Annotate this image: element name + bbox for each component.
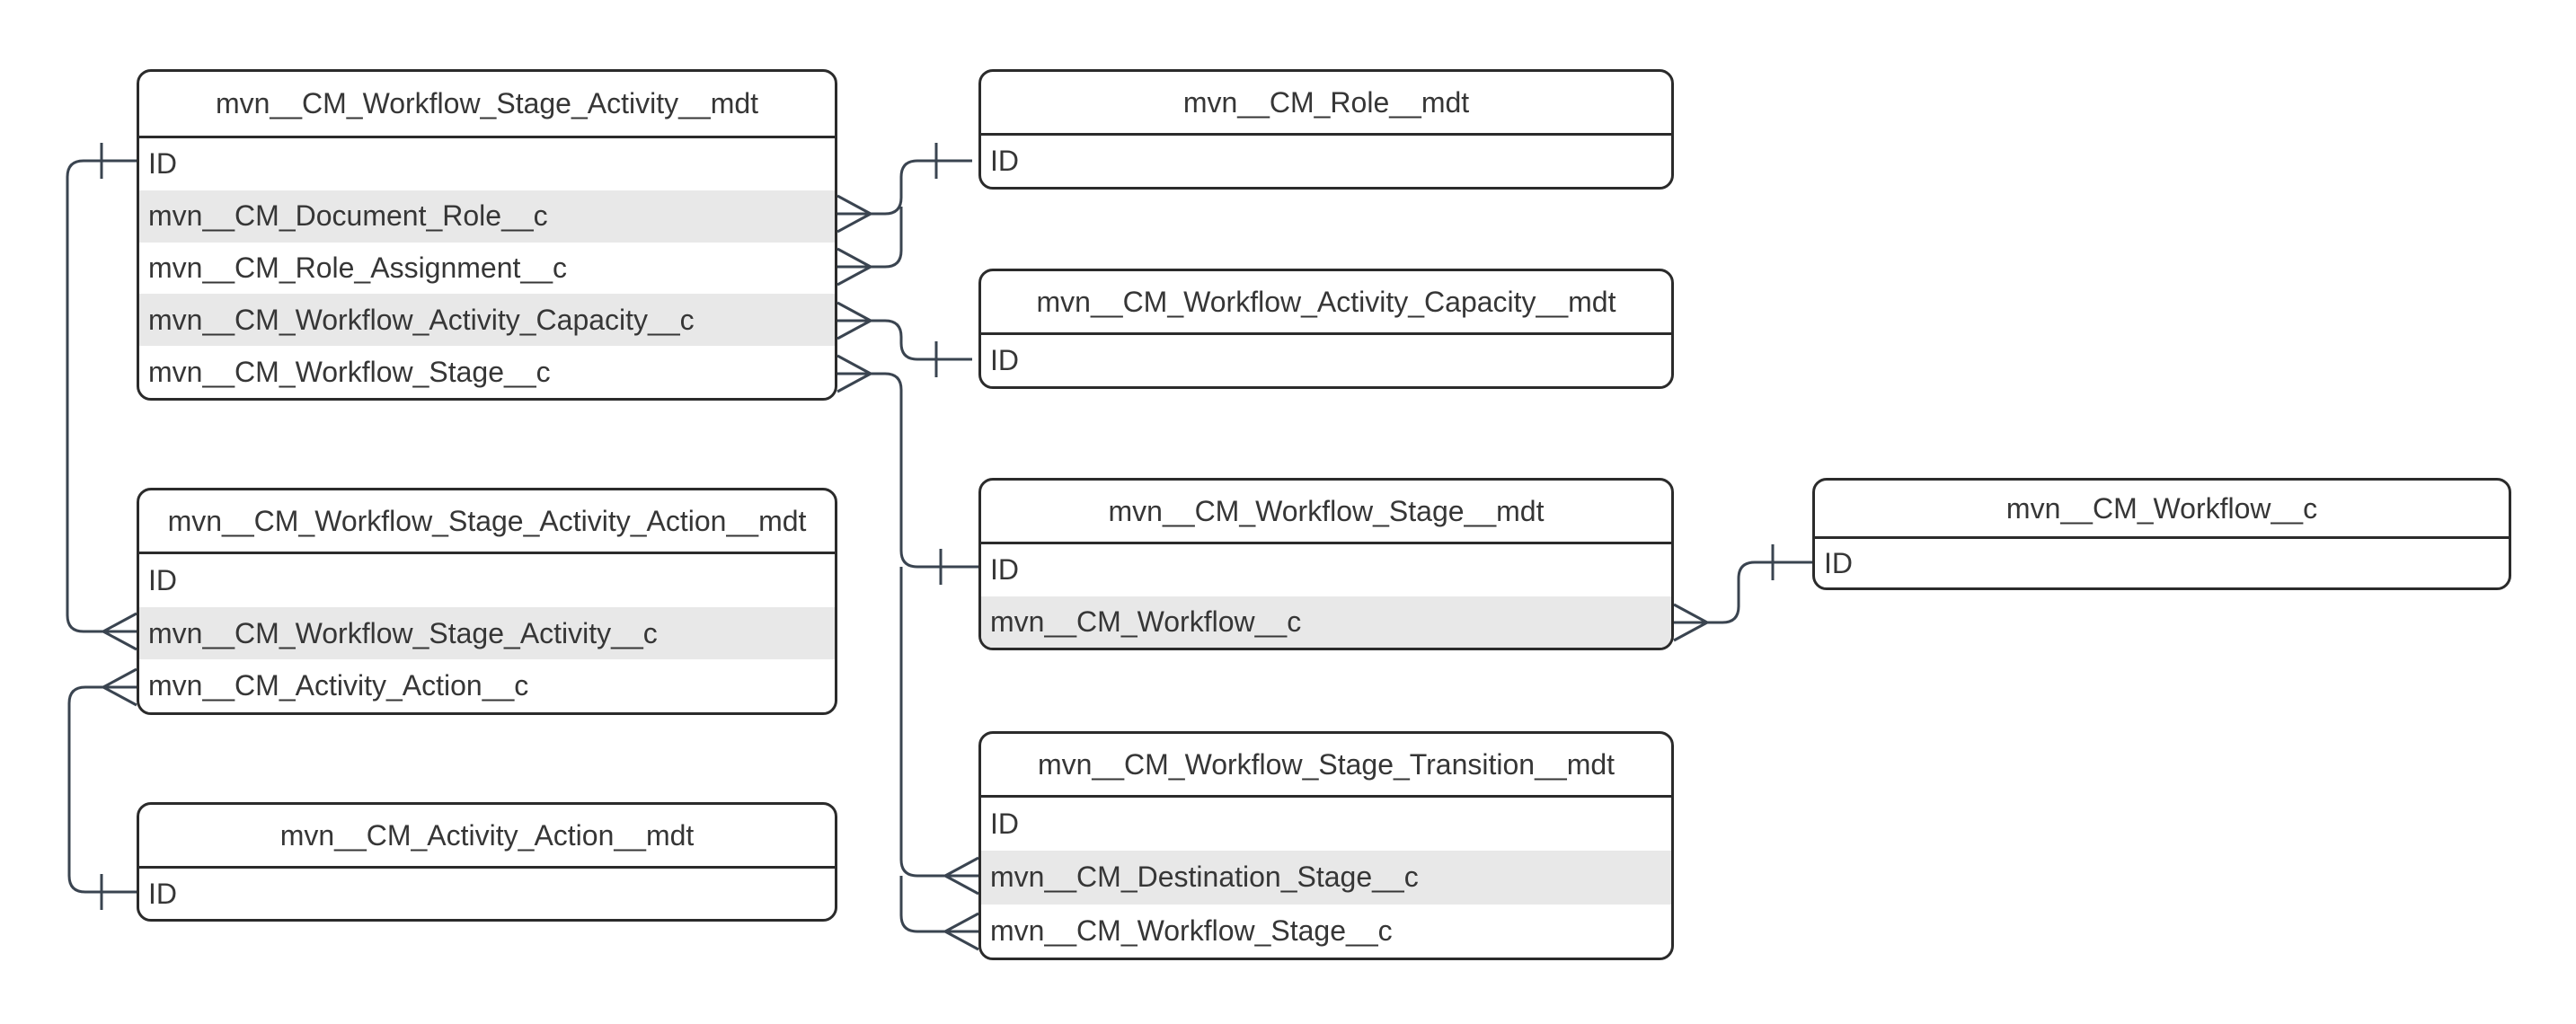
field-row-destination-stage: mvn__CM_Destination_Stage__c xyxy=(981,851,1671,905)
field-row-role-assignment: mvn__CM_Role_Assignment__c xyxy=(148,251,567,284)
edge-stage-activity-id-to-action[interactable] xyxy=(66,143,137,651)
entity-role[interactable]: mvn__CM_Role__mdt ID xyxy=(978,69,1674,190)
entity-title: mvn__CM_Workflow_Stage__mdt xyxy=(981,481,1671,544)
entity-workflow-stage-activity-action[interactable]: mvn__CM_Workflow_Stage_Activity_Action__… xyxy=(137,488,837,715)
edge-destination-stage[interactable] xyxy=(899,567,979,896)
edge-document-role-to-role[interactable] xyxy=(837,143,972,234)
field-row-id: ID xyxy=(1824,546,1853,579)
field-row-id: ID xyxy=(990,553,1019,587)
entity-workflow-stage[interactable]: mvn__CM_Workflow_Stage__mdt ID mvn__CM_W… xyxy=(978,478,1674,650)
edge-role-assignment-to-role[interactable] xyxy=(837,207,903,287)
edge-stage-activity-to-stage[interactable] xyxy=(837,354,978,585)
entity-workflow-activity-capacity[interactable]: mvn__CM_Workflow_Activity_Capacity__mdt … xyxy=(978,269,1674,389)
field-row-id: ID xyxy=(148,563,177,596)
entity-workflow[interactable]: mvn__CM_Workflow__c ID xyxy=(1812,478,2511,590)
entity-title: mvn__CM_Workflow_Stage_Activity__mdt xyxy=(139,72,835,138)
field-row-workflow-stage: mvn__CM_Workflow_Stage__c xyxy=(990,914,1393,947)
field-row-workflow-activity-capacity: mvn__CM_Workflow_Activity_Capacity__c xyxy=(139,294,835,347)
field-row-id: ID xyxy=(990,344,1019,376)
entity-title: mvn__CM_Workflow_Stage_Activity_Action__… xyxy=(139,490,835,554)
entity-activity-action[interactable]: mvn__CM_Activity_Action__mdt ID xyxy=(137,802,837,922)
edge-stage-to-workflow[interactable] xyxy=(1673,544,1812,642)
field-row-id: ID xyxy=(148,877,177,910)
edge-activity-capacity[interactable] xyxy=(837,301,972,377)
field-row-document-role: mvn__CM_Document_Role__c xyxy=(139,190,835,243)
field-row-workflow-stage: mvn__CM_Workflow_Stage__c xyxy=(148,355,551,388)
edge-transition-stage[interactable] xyxy=(899,876,979,951)
field-row-workflow: mvn__CM_Workflow__c xyxy=(981,596,1671,648)
entity-title: mvn__CM_Workflow_Activity_Capacity__mdt xyxy=(981,271,1671,335)
field-row-workflow-stage-activity: mvn__CM_Workflow_Stage_Activity__c xyxy=(139,606,835,660)
edge-activity-action-id-to-action[interactable] xyxy=(67,667,137,910)
field-row-id: ID xyxy=(990,808,1019,841)
field-row-activity-action: mvn__CM_Activity_Action__c xyxy=(148,669,529,702)
field-row-id: ID xyxy=(990,145,1019,177)
entity-workflow-stage-transition[interactable]: mvn__CM_Workflow_Stage_Transition__mdt I… xyxy=(978,731,1674,960)
entity-title: mvn__CM_Workflow__c xyxy=(1815,481,2509,539)
field-row-id: ID xyxy=(148,147,177,181)
entity-title: mvn__CM_Role__mdt xyxy=(981,72,1671,136)
entity-workflow-stage-activity[interactable]: mvn__CM_Workflow_Stage_Activity__mdt ID … xyxy=(137,69,837,401)
entity-title: mvn__CM_Workflow_Stage_Transition__mdt xyxy=(981,734,1671,798)
entity-title: mvn__CM_Activity_Action__mdt xyxy=(139,805,835,869)
